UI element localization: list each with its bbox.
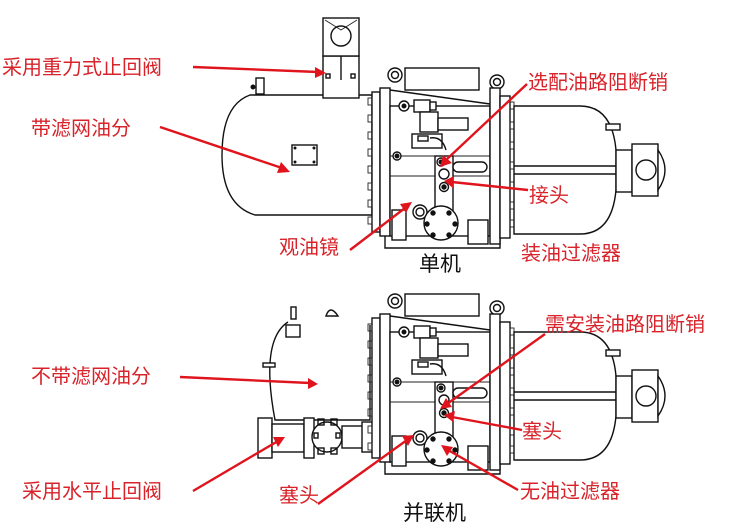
caption-single-unit: 单机 [419,252,461,276]
arrow-check-valve-2 [192,439,279,493]
arrow-oil-separator-2 [179,375,311,385]
label-plug-right: 塞头 [522,419,562,443]
arrow-oil-filter-2 [447,448,519,492]
arrow-sight-glass [349,207,406,251]
label-required-shutoff-pin: 需安装油路阻断销 [545,312,705,336]
label-oil-separator-with-filter: 带滤网油分 [31,116,131,140]
label-oil-separator-without-filter: 不带滤网油分 [31,364,151,388]
arrow-oil-separator [159,125,283,170]
callout-arrows [159,65,546,505]
label-fitting: 接头 [529,183,569,207]
label-no-oil-filter: 无油过滤器 [520,479,620,503]
label-sight-glass: 观油镜 [279,235,339,259]
arrow-plug-left [317,439,408,505]
label-plug-left: 塞头 [279,483,319,507]
arrow-shutoff-pin-2 [446,333,546,405]
label-optional-shutoff-pin: 选配油路阻断销 [528,70,668,94]
arrow-fitting [451,180,529,192]
label-horizontal-check-valve: 采用水平止回阀 [22,479,162,503]
parallel-unit-drawing [257,293,666,475]
label-with-oil-filter: 装油过滤器 [521,241,621,265]
single-unit-drawing [221,17,666,249]
arrow-shutoff-pin [445,83,528,161]
arrow-check-valve [192,65,319,74]
arrow-plug-right [451,415,523,432]
label-gravity-check-valve: 采用重力式止回阀 [2,55,162,79]
caption-parallel-unit: 并联机 [403,501,466,525]
